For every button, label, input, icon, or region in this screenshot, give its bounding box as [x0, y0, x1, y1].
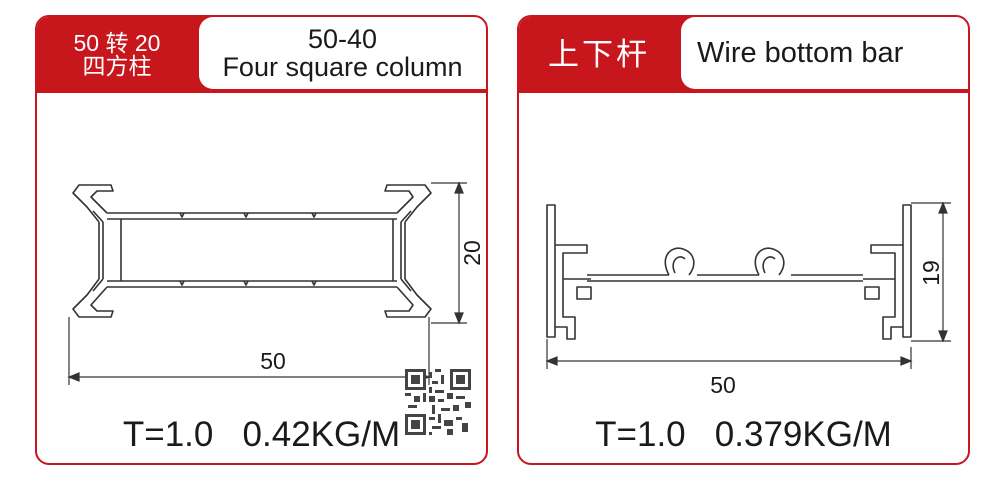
profile-cross-section-drawing: 19 50 — [545, 201, 951, 398]
height-value: 19 — [918, 260, 944, 286]
tag-line-1: 50 转 20 — [73, 29, 161, 56]
width-dimension — [67, 317, 431, 385]
card-header: 50 转 20 四方柱 50-40 Four square column — [37, 17, 486, 93]
width-value: 50 — [260, 348, 286, 374]
profile-card-wire-bottom-bar: 上下杆 Wire bottom bar — [517, 15, 970, 465]
width-value: 50 — [710, 372, 736, 398]
title-box: Wire bottom bar — [681, 17, 968, 89]
title-box: 50-40 Four square column — [199, 17, 486, 89]
card-header: 上下杆 Wire bottom bar — [519, 17, 968, 93]
product-name: Wire bottom bar — [697, 36, 904, 69]
profile-cross-section-drawing: 20 50 — [67, 181, 485, 385]
height-value: 20 — [459, 240, 485, 266]
product-tag: 上下杆 — [519, 17, 679, 93]
height-dimension — [431, 181, 467, 325]
height-dimension — [911, 201, 951, 343]
product-name: Four square column — [222, 52, 463, 82]
profile-outline — [72, 184, 432, 318]
profile-outline — [546, 204, 912, 340]
tag-text: 上下杆 — [548, 37, 650, 73]
spec-text: T=1.0 0.379KG/M — [595, 415, 892, 454]
tag-line-2: 四方柱 — [82, 53, 152, 79]
product-tag: 50 转 20 四方柱 — [37, 17, 197, 93]
width-dimension — [545, 339, 913, 369]
qr-code-image — [405, 369, 471, 435]
profile-card-four-square-column: 50 转 20 四方柱 50-40 Four square column — [35, 15, 488, 465]
product-code: 50-40 — [307, 23, 378, 54]
spec-text: T=1.0 0.42KG/M — [122, 415, 401, 454]
